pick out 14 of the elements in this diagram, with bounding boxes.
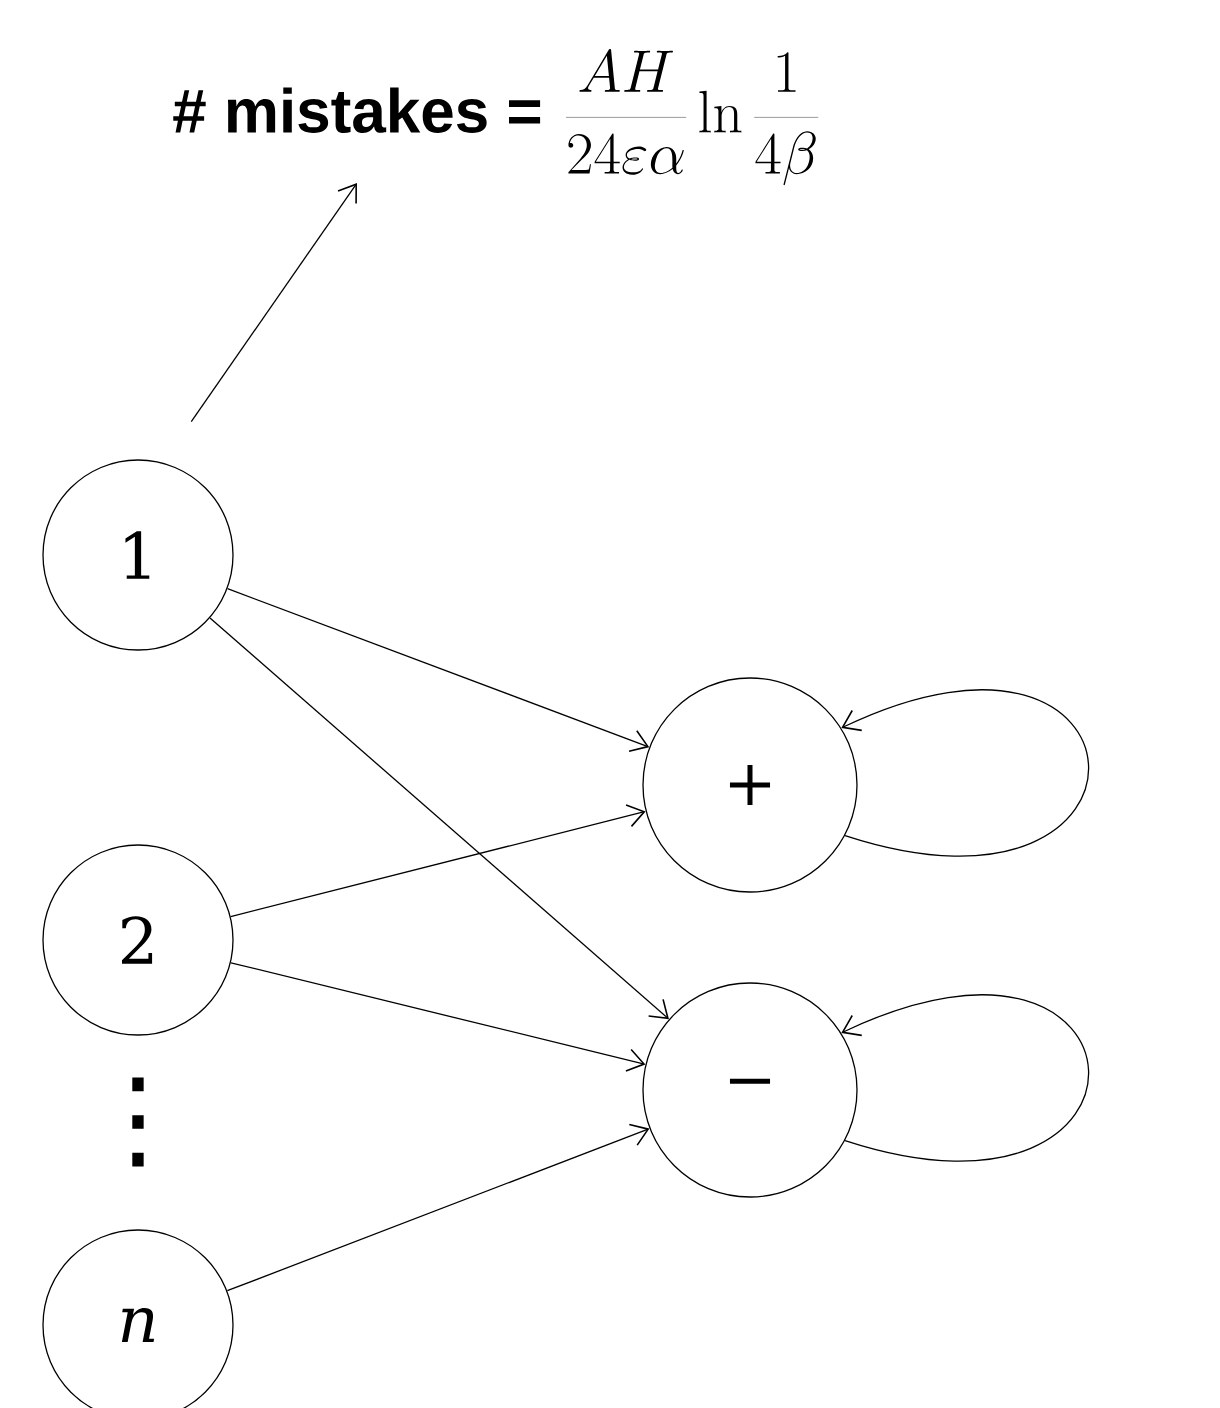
circle-node: 1 — [42, 459, 234, 651]
arrow — [226, 588, 650, 753]
formula-text: # mistakes = $\frac{AH}{24\varepsilon\alpha}\ln\frac{1}{4\beta}$ — [173, 48, 819, 186]
arrow — [209, 617, 669, 1020]
circle-node: − — [642, 982, 858, 1198]
arrow — [190, 183, 357, 423]
circle-node: 2 — [42, 844, 234, 1036]
arrow — [226, 1123, 650, 1292]
arrow — [230, 804, 646, 918]
arrow — [841, 689, 1090, 856]
vertical-dots: ⋮ — [132, 1077, 144, 1167]
circle-node: + — [642, 677, 858, 893]
arrow — [230, 962, 646, 1072]
arrow — [841, 994, 1090, 1161]
